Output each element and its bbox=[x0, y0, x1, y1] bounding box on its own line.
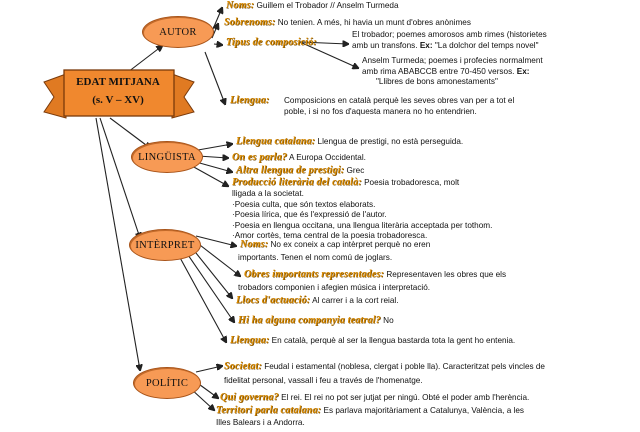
linguista-prod-4: ·Poesia lírica, que és l'expressió de l'… bbox=[232, 210, 387, 219]
autor-noms-text: Guillem el Trobador // Anselm Turmeda bbox=[256, 1, 399, 10]
linguista-parla-text: A Europa Occidental. bbox=[289, 153, 366, 162]
node-linguista: LINGÜISTA bbox=[131, 141, 203, 173]
politic-governa: Qui governa? El rei. El rei no pot ser j… bbox=[220, 392, 530, 404]
autor-tipus-1c: "La dolchor del temps novel" bbox=[434, 40, 539, 50]
interpret-companyia: Hi ha alguna companyia teatral? No bbox=[238, 315, 394, 327]
autor-llengua-2: poble, i si no fos d'aquesta manera no h… bbox=[284, 106, 477, 116]
node-politic: POLÍTIC bbox=[133, 367, 201, 399]
autor-tipus-turmeda: Anselm Turmeda; poemes i profecies norma… bbox=[362, 56, 543, 88]
autor-sobrenoms-text: No tenien. A més, hi havia un munt d'obr… bbox=[277, 18, 471, 27]
interpret-companyia-heading: Hi ha alguna companyia teatral? bbox=[238, 315, 381, 326]
linguista-parla: On es parla? A Europa Occidental. bbox=[232, 152, 366, 164]
autor-sobrenoms-heading: Sobrenoms: bbox=[224, 17, 276, 28]
interpret-llocs: Llocs d'actuació: Al carrer i a la cort … bbox=[236, 295, 399, 307]
interpret-llengua: Llengua: En català, perquè al ser la lle… bbox=[230, 335, 516, 347]
politic-territori-1: Es parlava majoritàriament a Catalunya, … bbox=[323, 406, 525, 415]
autor-llengua-heading: Llengua: bbox=[230, 95, 270, 106]
linguista-altra-text: Grec bbox=[346, 166, 365, 175]
interpret-llocs-text: Al carrer i a la cort reial. bbox=[312, 296, 399, 305]
interpret-obres-heading: Obres importants representades: bbox=[244, 269, 385, 280]
linguista-altra: Altra llengua de prestigi: Grec bbox=[236, 165, 365, 177]
autor-tipus-heading-wrap: Tipus de composició: bbox=[226, 37, 317, 49]
autor-tipus-2b-line: amb rima ABABCCB entre 70-450 versos. Ex… bbox=[362, 67, 543, 78]
node-interpret: INTÈRPRET bbox=[129, 229, 201, 261]
interpret-llengua-text: En català, perquè al ser la llengua bast… bbox=[271, 336, 516, 345]
autor-tipus-ex: Ex: bbox=[419, 40, 433, 50]
politic-governa-text: El rei. El rei no pot ser jutjat per nin… bbox=[281, 393, 530, 402]
politic-societat-2: fidelitat personal, vassall i feu a trav… bbox=[224, 376, 423, 385]
interpret-noms-1: No ex coneix a cap intèrpret perquè no e… bbox=[270, 240, 431, 249]
autor-noms-heading: Noms: bbox=[226, 0, 255, 11]
autor-llengua-1: Composicions en català perquè les seves … bbox=[284, 96, 515, 105]
interpret-llocs-heading: Llocs d'actuació: bbox=[236, 295, 311, 306]
autor-tipus-2a: Anselm Turmeda; poemes i profecies norma… bbox=[362, 56, 543, 65]
autor-tipus-1b-line: amb un transfons. Ex: "La dolchor del te… bbox=[352, 41, 547, 52]
autor-tipus-1b: amb un transfons. bbox=[352, 40, 418, 50]
interpret-obres: Obres importants representades: Represen… bbox=[244, 269, 507, 281]
interpret-obres-1: Representaven les obres que els bbox=[386, 270, 507, 279]
linguista-prod-2: lligada a la societat. bbox=[232, 189, 304, 198]
autor-tipus-2b: amb rima ABABCCB entre 70-450 versos. bbox=[362, 66, 515, 76]
interpret-noms-2: importants. Tenen el nom comú de joglars… bbox=[238, 253, 393, 262]
interpret-noms-heading: Noms: bbox=[240, 239, 269, 250]
banner-ribbon bbox=[43, 69, 195, 119]
autor-llengua-text: Composicions en català perquè les seves … bbox=[284, 96, 514, 117]
autor-sobrenoms: Sobrenoms: No tenien. A més, hi havia un… bbox=[224, 17, 471, 29]
linguista-altra-heading: Altra llengua de prestigi: bbox=[236, 165, 345, 176]
linguista-prod-list: lligada a la societat. ·Poesia culta, qu… bbox=[232, 189, 492, 242]
autor-tipus-trobador: El trobador; poemes amorosos amb rimes (… bbox=[352, 30, 547, 51]
politic-governa-heading: Qui governa? bbox=[220, 392, 279, 403]
interpret-noms: Noms: No ex coneix a cap intèrpret perqu… bbox=[240, 239, 431, 251]
politic-territori-heading: Territori parla catalana: bbox=[216, 405, 322, 416]
linguista-prod-1: Poesia trobadoresca, molt bbox=[364, 178, 460, 187]
linguista-prod-6: ·Amor cortès, tema central de la poesia … bbox=[232, 231, 428, 240]
linguista-catalana-text: Llengua de prestigi, no està perseguida. bbox=[317, 137, 464, 146]
linguista-prod-3: ·Poesia culta, que són textos elaborats. bbox=[232, 199, 376, 209]
linguista-catalana: Llengua catalana: Llengua de prestigi, n… bbox=[236, 136, 464, 148]
linguista-prod-5: ·Poesia en llengua occitana, una llengua… bbox=[232, 220, 493, 230]
politic-societat-1: Feudal i estamental (noblesa, clergat i … bbox=[264, 362, 545, 371]
politic-territori-2: Illes Balears i a Andorra. bbox=[216, 418, 305, 427]
interpret-obres-2: trobadors componien i afegien música i i… bbox=[238, 283, 431, 292]
autor-tipus-ex-2: Ex: bbox=[516, 66, 530, 76]
node-autor: AUTOR bbox=[142, 16, 214, 48]
interpret-llengua-heading: Llengua: bbox=[230, 335, 270, 346]
linguista-produccio: Producció literària del català: Poesia t… bbox=[232, 177, 460, 189]
interpret-companyia-text: No bbox=[383, 316, 394, 325]
politic-territori: Territori parla catalana: Es parlava maj… bbox=[216, 405, 525, 417]
linguista-parla-heading: On es parla? bbox=[232, 152, 288, 163]
autor-noms: Noms: Guillem el Trobador // Anselm Turm… bbox=[226, 0, 399, 12]
linguista-catalana-heading: Llengua catalana: bbox=[236, 136, 316, 147]
banner-subtitle: (s. V – XV) bbox=[92, 94, 144, 106]
autor-tipus-1a: El trobador; poemes amorosos amb rimes (… bbox=[352, 30, 547, 39]
politic-societat-heading: Societat: bbox=[224, 361, 262, 372]
autor-llengua: Llengua: bbox=[230, 95, 270, 107]
linguista-prod-heading: Producció literària del català: bbox=[232, 177, 362, 188]
banner: EDAT MITJANA (s. V – XV) bbox=[66, 73, 170, 106]
politic-societat: Societat: Feudal i estamental (noblesa, … bbox=[224, 361, 545, 373]
autor-tipus-heading: Tipus de composició: bbox=[226, 37, 317, 48]
banner-title: EDAT MITJANA bbox=[76, 76, 160, 88]
autor-tipus-2c: "Llibres de bons amonestaments" bbox=[376, 77, 498, 86]
